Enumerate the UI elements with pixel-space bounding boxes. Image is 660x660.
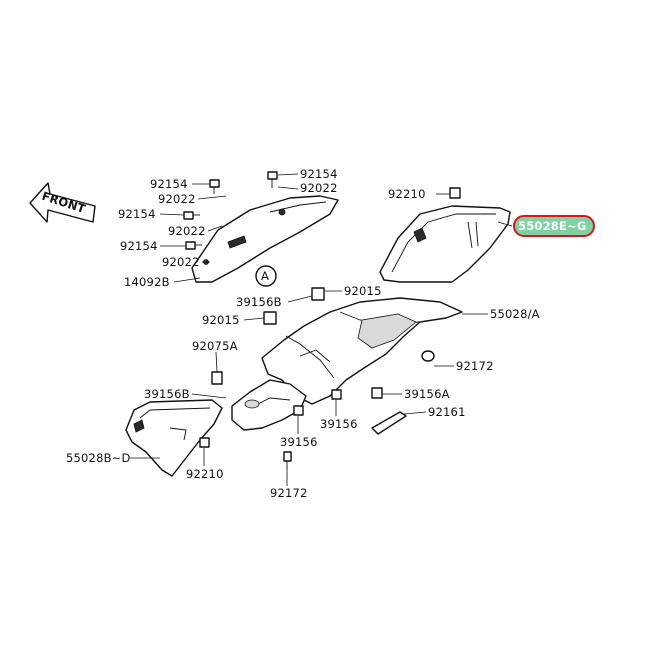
callout-marker-a: A: [255, 265, 277, 287]
part-label: 92015: [202, 313, 240, 327]
part-label: 92022: [300, 181, 338, 195]
upper-side-cover: [379, 205, 511, 283]
part-labels: 92154 92022 92154 92022 92154 92022 1409…: [66, 167, 587, 500]
part-label: 92022: [158, 192, 196, 206]
part-label: 92172: [456, 359, 494, 373]
front-arrow: FRONT: [29, 182, 96, 223]
callout-marker-letter: A: [261, 269, 269, 283]
part-label: 92154: [150, 177, 188, 191]
part-label: 92015: [344, 284, 382, 298]
part-label: 92154: [120, 239, 158, 253]
part-label: 39156B: [236, 295, 282, 309]
part-label: 92154: [118, 207, 156, 221]
part-label: 92172: [270, 486, 308, 500]
lower-center-bracket: [231, 379, 307, 431]
part-label: 39156: [280, 435, 318, 449]
part-label: 55028/A: [490, 307, 540, 321]
highlight-box: [513, 215, 595, 237]
main-cowling: [261, 297, 463, 405]
part-label: 55028B~D: [66, 451, 131, 465]
part-label: 92154: [300, 167, 338, 181]
part-label: 39156B: [144, 387, 190, 401]
part-label: 92022: [168, 224, 206, 238]
fasteners: [183, 171, 461, 470]
part-label: 92161: [428, 405, 466, 419]
part-label: 39156: [320, 417, 358, 431]
part-label: 92210: [186, 467, 224, 481]
part-label: 39156A: [404, 387, 450, 401]
part-label: 55028E~G: [518, 219, 587, 233]
part-label: 92075A: [192, 339, 238, 353]
part-label: 92022: [162, 255, 200, 269]
part-label: 92210: [388, 187, 426, 201]
part-label: 14092B: [124, 275, 170, 289]
leader-lines: [130, 173, 513, 486]
